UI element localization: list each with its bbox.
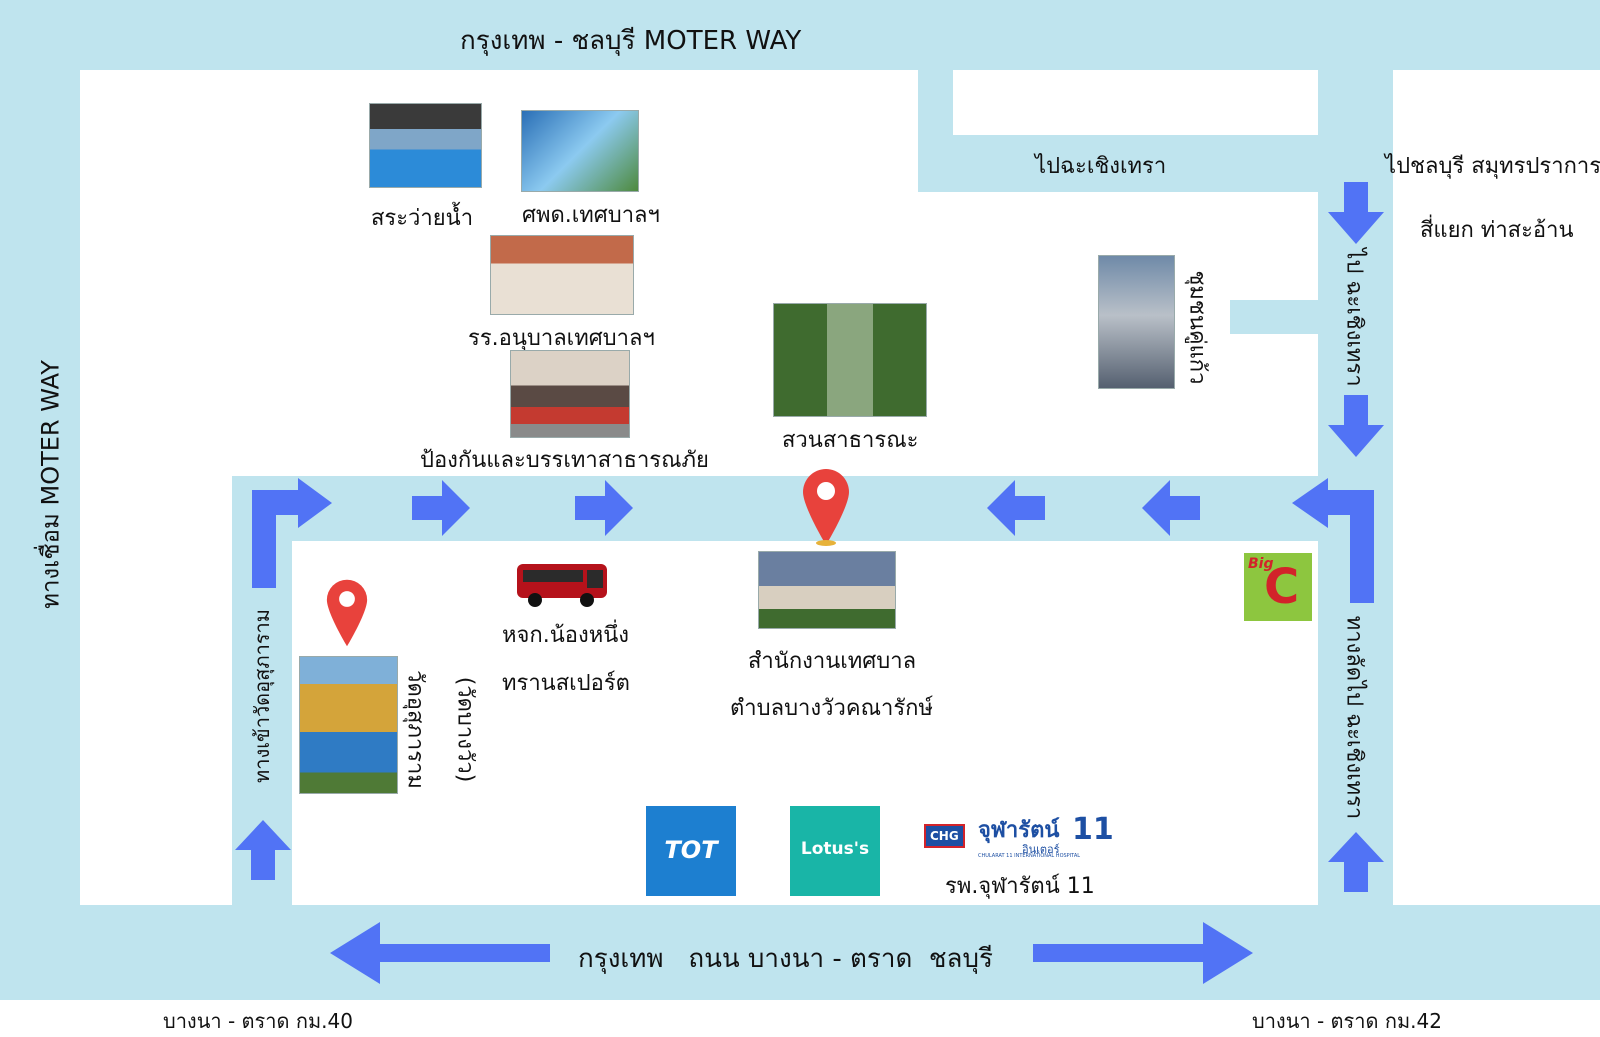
- to-chonburi-label: ไปชลบุรี สมุทรปราการ: [1385, 154, 1600, 179]
- to-chachoengsao-label: ไปฉะเชิงเทรา: [1035, 154, 1167, 179]
- tot-logo: TOT: [646, 806, 736, 896]
- arrow-icon: [987, 480, 1045, 536]
- pool-photo: [369, 103, 482, 188]
- hospital-label: รพ.จุฬารัตน์ 11: [945, 874, 1095, 899]
- fire-station-label: ป้องกันและบรรเทาสาธารณภัย: [420, 448, 709, 473]
- km42-label: บางนา - ตราด กม.42: [1252, 1009, 1442, 1033]
- arrow-icon: [1142, 480, 1200, 536]
- community-label: ชุมชนคู่แก้ว: [1184, 270, 1210, 385]
- road-branch-left-stub: [918, 70, 953, 192]
- right-road-lower-label: ทางลัดไป ฉะเชิงเทรา: [1341, 615, 1367, 820]
- temple-alt-label: (วัดบางวัว): [452, 676, 478, 783]
- chg-number: 11: [1072, 812, 1114, 847]
- chg-sub: อินเตอร์: [1022, 843, 1060, 856]
- chg-en: CHULARAT 11 INTERNATIONAL HOSPITAL: [978, 853, 1081, 859]
- community-photo: [1098, 255, 1175, 389]
- road-left-edge: [0, 0, 80, 1000]
- arrow-icon: [1328, 832, 1384, 892]
- block-far-right: [1393, 70, 1600, 135]
- arrow-icon: [1033, 922, 1253, 984]
- pool-label: สระว่ายน้ำ: [371, 206, 474, 231]
- right-road-upper-label: ไป ฉะเชิงเทรา: [1341, 248, 1367, 387]
- park-label: สวนสาธารณะ: [782, 428, 919, 453]
- main-road-label: กรุงเทพ ถนน บางนา - ตราด ชลบุรี: [578, 944, 993, 974]
- kindergarten-photo: [490, 235, 634, 315]
- chg-badge: CHG: [924, 824, 965, 848]
- arrow-icon: [235, 820, 291, 880]
- kindergarten-label: รร.อนุบาลเทศบาลฯ: [468, 326, 655, 351]
- road-right-edge-lower: [1393, 905, 1600, 1000]
- arrow-icon: [1328, 182, 1384, 244]
- km40-label: บางนา - ตราด กม.40: [163, 1009, 353, 1033]
- office-label-2: ตำบลบางวัวคณารักษ์: [730, 696, 933, 721]
- intersection-label: สี่แยก ท่าสะอ้าน: [1420, 218, 1574, 243]
- location-pin-icon: [326, 579, 368, 647]
- office-label-1: สำนักงานเทศบาล: [748, 649, 917, 674]
- road-community-stub: [1230, 300, 1318, 334]
- chg-logo: CHG จุฬารัตน์ 11 อินเตอร์ CHULARAT 11 IN…: [922, 812, 1114, 862]
- office-photo: [758, 551, 896, 629]
- bigc-logo-top: Big: [1248, 556, 1274, 572]
- arrow-icon: [252, 478, 332, 588]
- tot-logo-text: TOT: [664, 836, 718, 864]
- location-pin-icon: [803, 469, 849, 546]
- bigc-logo-letter: C: [1264, 559, 1300, 615]
- bus-company-label-1: หจก.น้องหนึ่ง: [502, 623, 629, 648]
- arrow-icon: [575, 480, 633, 536]
- child-center-photo: [521, 110, 639, 192]
- child-center-label: ศพด.เทศบาลฯ: [522, 203, 660, 228]
- block-top-right: [953, 70, 1318, 135]
- temple-label: วัดอุสุภาราม: [402, 670, 428, 789]
- temple-entrance-label: ทางเข้าวัดอุสุภาราม: [250, 609, 274, 783]
- arrow-icon: [1292, 478, 1374, 603]
- arrow-icon: [412, 480, 470, 536]
- arrow-icon: [330, 922, 550, 984]
- bus-icon: [517, 564, 607, 607]
- temple-photo: [299, 656, 398, 794]
- bus-company-label-2: ทรานสเปอร์ต: [502, 671, 630, 696]
- park-photo: [773, 303, 927, 417]
- fire-station-photo: [510, 350, 630, 438]
- lotus-logo-text: Lotus's: [800, 839, 870, 859]
- bigc-logo: Big C: [1244, 553, 1312, 621]
- lotus-logo: Lotus's: [790, 806, 880, 896]
- motorway-link-label: ทางเชื่อม MOTER WAY: [36, 360, 65, 609]
- chg-name: จุฬารัตน์: [978, 818, 1060, 843]
- motorway-top-label: กรุงเทพ - ชลบุรี MOTER WAY: [460, 26, 802, 56]
- arrow-icon: [1328, 395, 1384, 457]
